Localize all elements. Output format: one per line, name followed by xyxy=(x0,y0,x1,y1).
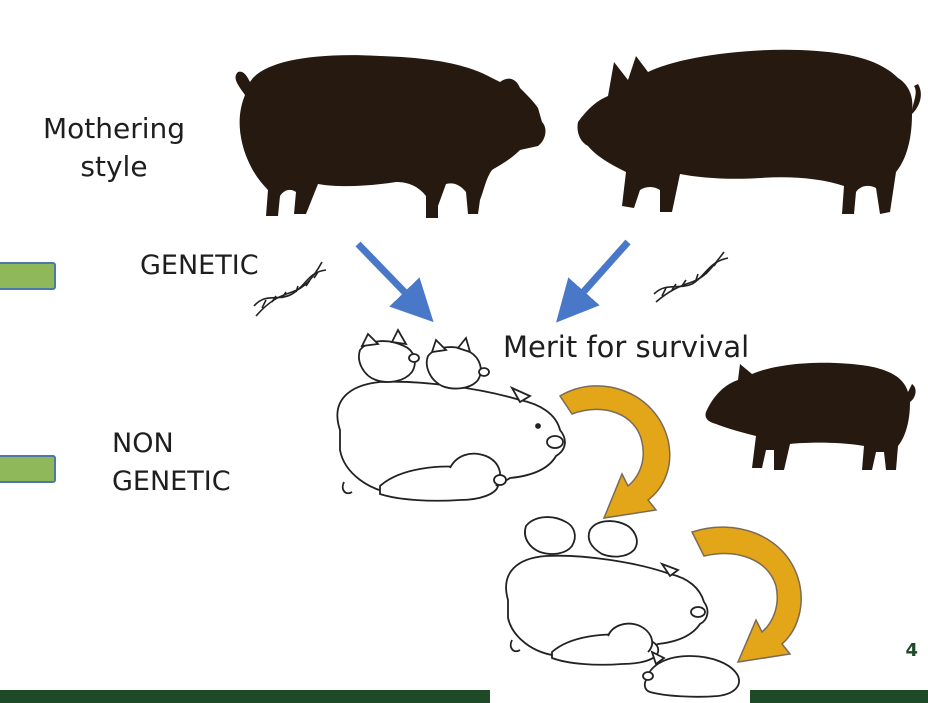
piglet-drawing xyxy=(643,652,739,697)
nongenetic-label-line1: NON xyxy=(112,425,231,463)
dna-icon xyxy=(254,262,326,316)
sow-silhouette xyxy=(236,55,546,218)
nongenetic-tab-marker xyxy=(0,455,56,483)
dna-icon xyxy=(654,252,728,302)
blue-arrow-right xyxy=(570,242,628,307)
nongenetic-label: NON GENETIC xyxy=(112,425,231,501)
blue-arrow-left xyxy=(358,244,419,307)
boar-silhouette xyxy=(577,50,920,214)
mothering-label-line1: Mothering xyxy=(24,110,204,148)
sow-with-piglets-drawing xyxy=(506,517,707,665)
footer-bar-left xyxy=(0,690,490,703)
nongenetic-label-line2: GENETIC xyxy=(112,463,231,501)
small-pig-silhouette xyxy=(705,363,915,470)
page-number: 4 xyxy=(905,640,918,661)
genetic-tab-marker xyxy=(0,262,56,290)
mothering-label-line2: style xyxy=(24,148,204,186)
footer-bar-right xyxy=(750,690,928,703)
merit-for-survival-label: Merit for survival xyxy=(503,330,749,364)
gold-arrow-upper xyxy=(560,386,670,518)
mothering-style-label: Mothering style xyxy=(24,110,204,186)
genetic-label: GENETIC xyxy=(140,250,259,281)
gold-arrow-lower xyxy=(692,527,801,662)
genetic-arrows xyxy=(358,242,628,307)
